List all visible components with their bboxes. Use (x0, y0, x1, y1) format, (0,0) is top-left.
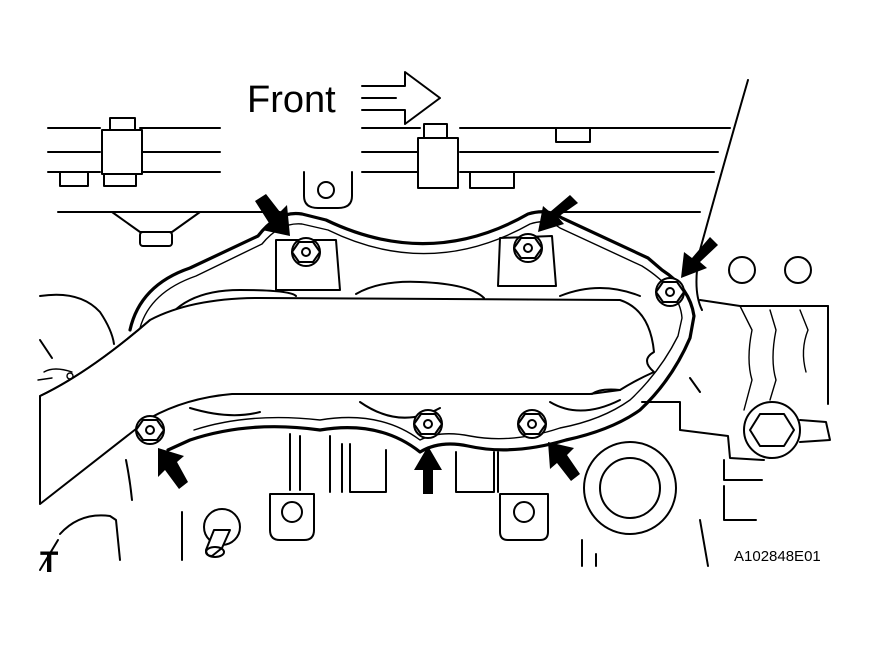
callout-arrow-5-icon (414, 446, 442, 494)
callout-arrow-6-icon (548, 442, 580, 481)
manifold-nuts (135, 233, 685, 445)
front-direction-arrow-icon (361, 71, 441, 125)
front-label: Front (247, 79, 336, 121)
left-engine-body (39, 293, 133, 571)
round-boss (581, 441, 709, 567)
nut-2-icon (513, 233, 543, 263)
figure-code-label: A102848E01 (734, 548, 821, 565)
nut-3-icon (655, 277, 685, 307)
right-side-block (581, 256, 831, 567)
callout-arrow-4-icon (158, 448, 188, 489)
nut-4-icon (135, 415, 165, 445)
nut-5-icon (413, 409, 443, 439)
lower-block-detail (181, 433, 549, 561)
nut-1-icon (291, 237, 321, 267)
manifold-gasket (128, 210, 696, 454)
nut-6-icon (517, 409, 547, 439)
callout-arrow-2-icon (538, 195, 578, 232)
hex-bolt-icon (743, 401, 831, 459)
callout-arrows (158, 194, 718, 494)
callout-arrow-1-icon (255, 194, 290, 236)
upper-rail-structure (47, 79, 749, 311)
exhaust-pipe (37, 297, 655, 505)
callout-arrow-3-icon (681, 237, 718, 278)
corner-mark-label: T (40, 546, 58, 579)
